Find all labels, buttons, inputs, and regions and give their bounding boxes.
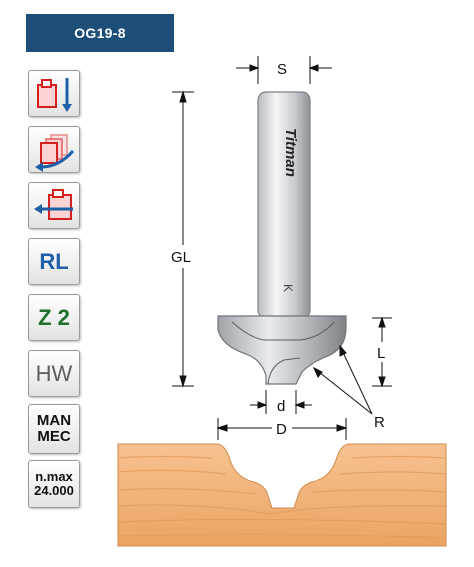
- speed-line2: 24.000: [34, 483, 74, 498]
- dim-d-large-label: D: [276, 421, 287, 438]
- shank: [257, 91, 311, 319]
- material-badge: HW: [28, 350, 80, 397]
- usage-line2: MEC: [37, 428, 71, 445]
- product-code: OG19-8: [74, 25, 126, 41]
- speed-line1: n.max: [35, 469, 73, 485]
- dim-gl-label: GL: [171, 249, 191, 266]
- rotation-badge: RL: [28, 238, 80, 285]
- dim-r-label: R: [374, 414, 385, 431]
- flutes-label: Z 2: [38, 304, 70, 330]
- sweep-cut-icon: [28, 126, 80, 173]
- dim-l-label: L: [377, 345, 385, 362]
- material-label: HW: [35, 360, 73, 386]
- flutes-badge: Z 2: [28, 294, 80, 341]
- workpiece: [117, 443, 447, 547]
- usage-badge: MAN MEC: [28, 404, 80, 454]
- brand-mark: Titman: [282, 128, 299, 177]
- cutter-body: [217, 315, 347, 385]
- usage-line1: MAN: [36, 412, 72, 430]
- max-speed-badge: n.max 24.000: [28, 460, 80, 508]
- horizontal-cut-icon: [28, 182, 80, 229]
- shank-mark: K: [281, 284, 295, 292]
- rotation-label: RL: [39, 248, 69, 274]
- vertical-plunge-icon: [28, 70, 80, 117]
- dim-s-label: S: [277, 61, 287, 78]
- product-code-header: OG19-8: [26, 14, 174, 52]
- dim-d-small-label: d: [277, 398, 285, 415]
